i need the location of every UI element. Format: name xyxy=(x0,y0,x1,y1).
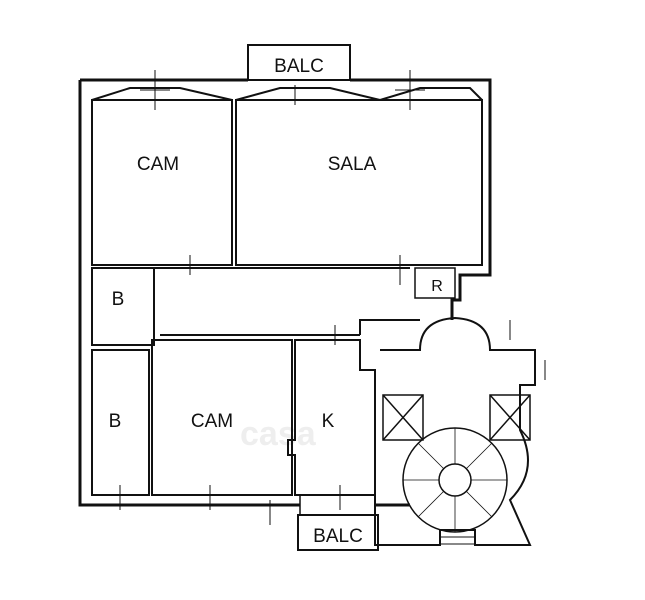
label-cam-bottom: CAM xyxy=(190,411,234,432)
elevator-left xyxy=(382,394,424,441)
room-b-top xyxy=(91,267,155,346)
room-cam-bottom xyxy=(151,339,293,496)
label-r: R xyxy=(431,278,443,295)
label-sala: SALA xyxy=(327,154,377,175)
room-r xyxy=(414,267,456,299)
corridor-wall xyxy=(92,267,420,336)
room-k xyxy=(287,339,376,496)
label-balc-top: BALC xyxy=(274,56,324,77)
balcony-top xyxy=(247,44,351,81)
label-b-bottom: B xyxy=(108,411,122,432)
label-balc-bottom: BALC xyxy=(313,526,363,547)
room-sala xyxy=(235,99,483,266)
balcony-bottom xyxy=(297,514,379,551)
label-k: K xyxy=(321,411,335,432)
label-cam-top: CAM xyxy=(136,154,180,175)
watermark: casa xyxy=(240,415,316,453)
room-cam-top xyxy=(91,99,233,266)
stair-tower xyxy=(374,316,536,546)
outer-wall xyxy=(78,78,492,507)
label-b-top: B xyxy=(111,289,125,310)
elevator-right xyxy=(489,394,531,441)
